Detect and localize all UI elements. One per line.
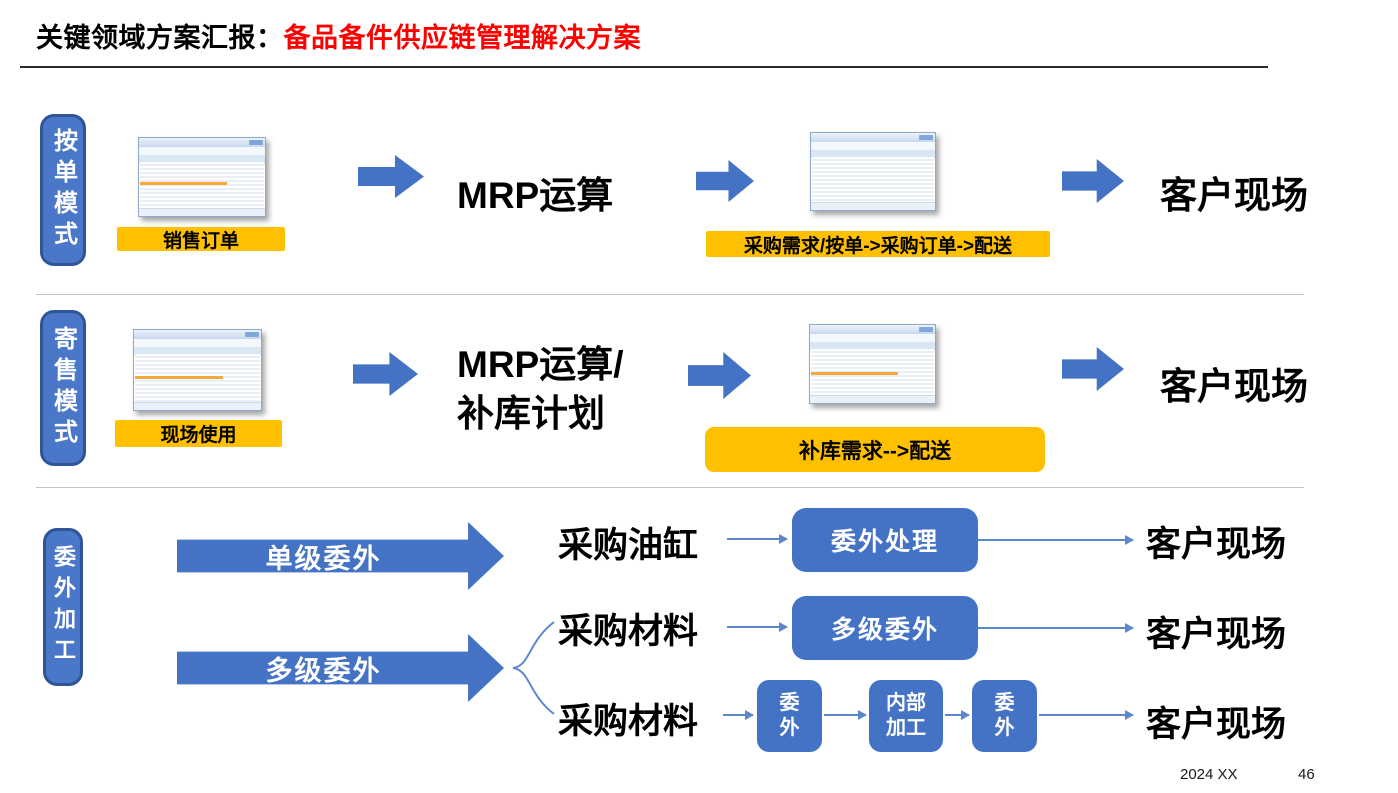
process-box-label: 委外 [779,692,800,739]
footer-date: 2024 XX [1180,766,1238,783]
erp-screenshot-sales-orders [138,137,266,217]
erp-screenshot-replenishment [809,324,936,404]
erp-screenshot-site-usage [133,329,262,411]
block-arrow-right-icon [353,352,418,396]
window-statusbar [811,202,935,210]
thin-arrow-right-icon [945,710,970,720]
process-box-outsource-handling: 委外处理 [792,508,978,572]
section-divider [36,487,1304,488]
result-caption-order-flow: 采购需求/按单->采购订单->配送 [706,231,1050,257]
section-divider [36,294,1304,295]
thin-arrow-right-icon [824,710,867,720]
table-rows [140,162,264,208]
block-arrow-right-icon [696,160,754,202]
erp-screenshot-purchase-requisition [810,132,936,211]
mode-badge-order: 按单模式 [40,114,86,266]
table-rows [812,157,934,202]
highlighted-row [135,376,223,380]
flow-input-text: 采购材料 [558,702,699,741]
multi-level-outsourcing-arrow: 多级委外 [177,634,504,702]
page-title-highlight: 备品备件供应链管理解决方案 [283,23,641,53]
process-box-internal-processing: 内部加工 [869,680,943,752]
destination-text: 客户现场 [1146,615,1287,654]
window-statusbar [139,208,265,216]
window-buttons [919,135,933,140]
destination-text: 客户现场 [1146,525,1287,564]
window-buttons [249,140,263,145]
source-caption-sales-order: 销售订单 [117,227,285,252]
destination-text: 客户现场 [1160,366,1308,407]
thin-arrow-right-icon [723,710,754,720]
window-statusbar [810,395,935,403]
process-box-outsource: 委外 [972,680,1037,752]
split-brace-icon [512,621,555,715]
page-number: 46 [1298,766,1315,783]
single-level-outsourcing-arrow: 单级委外 [177,522,504,590]
block-arrow-right-icon [1062,347,1124,391]
mode-badge-outsourcing: 委外加工 [43,528,83,686]
block-arrow-right-icon [688,352,751,399]
thin-arrow-right-icon [978,623,1134,633]
thin-arrow-right-icon [727,534,788,544]
destination-text: 客户现场 [1146,705,1287,744]
highlighted-row [811,371,898,375]
process-text-line2: 补库计划 [457,393,605,434]
result-caption-replenish-flow: 补库需求-->配送 [705,427,1045,472]
process-box-multi-level: 多级委外 [792,596,978,660]
flow-input-text: 采购材料 [558,612,699,651]
thin-arrow-right-icon [727,622,788,632]
title-underline [20,66,1268,68]
source-caption-site-usage: 现场使用 [115,420,282,447]
mode-badge-consignment: 寄售模式 [40,310,86,466]
window-buttons [919,327,933,332]
process-text-line1: MRP运算/ [457,344,624,385]
block-arrow-right-icon [358,155,424,198]
thin-arrow-right-icon [978,535,1134,545]
process-box-label: 内部加工 [886,692,926,739]
process-text-mrp: MRP运算 [457,175,614,216]
flow-input-text: 采购油缸 [558,526,699,565]
page-title-prefix: 关键领域方案汇报： [36,23,284,53]
destination-text: 客户现场 [1160,175,1308,216]
window-buttons [245,332,259,337]
thin-arrow-right-icon [1039,710,1134,720]
process-box-outsource: 委外 [757,680,822,752]
highlighted-row [140,181,228,185]
process-text-mrp-replenish: MRP运算/ 补库计划 [457,340,624,438]
window-statusbar [134,402,261,410]
page-title: 关键领域方案汇报：备品备件供应链管理解决方案 [36,16,641,55]
process-box-label: 委外 [994,692,1015,739]
block-arrow-right-icon [1062,159,1124,203]
